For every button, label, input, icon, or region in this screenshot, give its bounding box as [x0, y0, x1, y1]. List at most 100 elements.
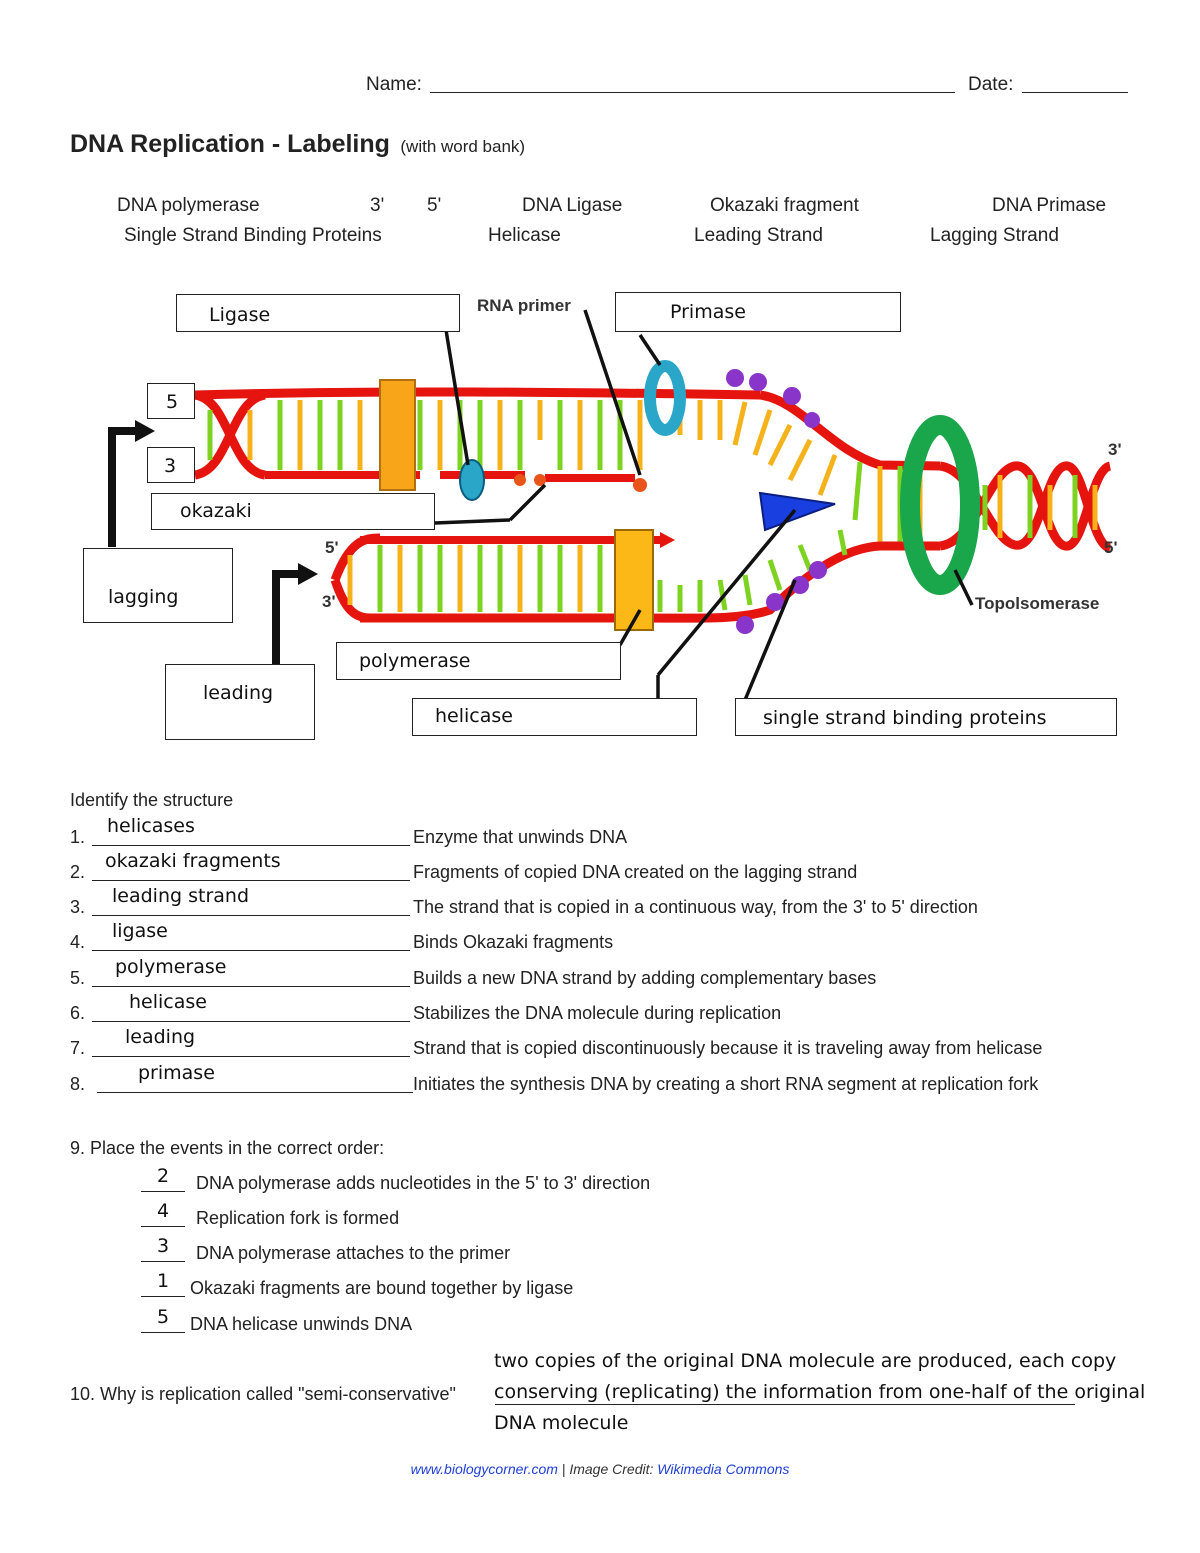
- rna-primer-label: RNA primer: [477, 296, 571, 315]
- identify-number: 5.: [70, 968, 86, 988]
- polymerase-bottom-icon: [614, 529, 654, 631]
- identify-description: Binds Okazaki fragments: [413, 932, 614, 952]
- identify-answer[interactable]: helicase: [129, 991, 207, 1013]
- topoisomerase-ring-icon: [900, 415, 980, 595]
- dna-replication-figure: [108, 309, 1113, 701]
- identify-heading: Identify the structure: [70, 790, 234, 810]
- parent-base-pairs: [982, 475, 1098, 538]
- identify-number: 4.: [70, 932, 86, 952]
- identify-number: 7.: [70, 1038, 86, 1058]
- three-answer-box[interactable]: 3: [147, 447, 195, 483]
- lagging-answer-box[interactable]: lagging: [83, 548, 233, 623]
- answer-line: [92, 880, 410, 881]
- word-bank-item: Single Strand Binding Proteins: [124, 225, 382, 246]
- word-bank-item: Leading Strand: [694, 225, 823, 246]
- order-event-text: DNA polymerase attaches to the primer: [196, 1243, 511, 1263]
- q10-answer-line-2[interactable]: conserving (replicating) the information…: [494, 1381, 1146, 1403]
- five-answer-box[interactable]: 5: [147, 383, 195, 419]
- date-field[interactable]: Date:: [968, 74, 1013, 96]
- helicase-answer-box[interactable]: helicase: [412, 698, 697, 736]
- bottom-base-pairs: [347, 529, 848, 612]
- order-question: 9. Place the events in the correct order…: [70, 1138, 385, 1158]
- name-field[interactable]: Name:: [366, 74, 422, 96]
- order-answer-line: [141, 1261, 185, 1262]
- five-prime-label: 5': [325, 538, 339, 557]
- order-answer-line: [141, 1226, 185, 1227]
- identify-description: The strand that is copied in a continuou…: [413, 897, 978, 917]
- order-event-text: DNA helicase unwinds DNA: [190, 1314, 413, 1334]
- credit-link[interactable]: Wikimedia Commons: [657, 1461, 790, 1477]
- okazaki-answer: okazaki: [180, 500, 252, 522]
- rna-primer-icon: [633, 478, 647, 492]
- identify-answer[interactable]: leading strand: [112, 885, 249, 907]
- leading-arrow-icon: [660, 532, 675, 548]
- three-prime-label: 3': [322, 592, 336, 611]
- polymerase-answer: polymerase: [359, 650, 471, 672]
- identify-answer[interactable]: polymerase: [115, 956, 227, 978]
- ligase-answer: Ligase: [209, 304, 271, 326]
- order-answer[interactable]: 2: [157, 1165, 170, 1187]
- order-event-text: DNA polymerase adds nucleotides in the 5…: [196, 1173, 651, 1193]
- bottom-fork-backbone: [360, 541, 940, 623]
- identify-description: Builds a new DNA strand by adding comple…: [413, 968, 877, 988]
- direction-arrows: [108, 420, 318, 665]
- ligase-answer-box[interactable]: Ligase: [176, 294, 460, 332]
- q10-answer-line: [495, 1404, 1075, 1405]
- identify-description: Stabilizes the DNA molecule during repli…: [413, 1003, 782, 1023]
- name-label: Name:: [366, 74, 422, 95]
- order-answer-line: [141, 1191, 185, 1192]
- identify-answer[interactable]: leading: [125, 1026, 196, 1048]
- three-answer: 3: [164, 455, 177, 477]
- word-bank-item: 3': [370, 195, 385, 216]
- order-answer[interactable]: 3: [157, 1235, 170, 1257]
- primase-answer-box[interactable]: Primase: [615, 292, 901, 332]
- answer-line: [92, 915, 410, 916]
- polymerase-answer-box[interactable]: polymerase: [336, 642, 621, 680]
- name-line: [430, 92, 955, 93]
- okazaki-answer-box[interactable]: okazaki: [151, 493, 435, 530]
- ssb-answer-box[interactable]: single strand binding proteins: [735, 698, 1117, 736]
- footer: www.biologycorner.com | Image Credit: Wi…: [0, 1461, 1200, 1477]
- page-title: DNA Replication - Labeling (with word ba…: [70, 130, 525, 159]
- identify-answer[interactable]: ligase: [112, 920, 168, 942]
- rna-primer-icon: [514, 474, 526, 486]
- pointer-lines: [434, 309, 974, 701]
- leading-answer-box[interactable]: leading: [165, 664, 315, 740]
- primase-answer: Primase: [670, 301, 746, 323]
- site-link[interactable]: www.biologycorner.com: [410, 1461, 558, 1477]
- answer-line: [97, 1092, 413, 1093]
- q10-question: 10. Why is replication called "semi-cons…: [70, 1384, 456, 1404]
- identify-answer[interactable]: helicases: [107, 815, 195, 837]
- leading-answer: leading: [203, 682, 274, 704]
- q10-answer-line-1[interactable]: two copies of the original DNA molecule …: [494, 1350, 1117, 1372]
- primase-icon: [644, 360, 686, 436]
- order-answer[interactable]: 5: [157, 1306, 170, 1328]
- identify-number: 6.: [70, 1003, 86, 1023]
- date-label: Date:: [968, 74, 1014, 95]
- word-bank-item: Helicase: [488, 225, 561, 246]
- polymerase-top-icon: [379, 379, 416, 491]
- answer-line: [92, 845, 410, 846]
- word-bank-item: DNA Ligase: [522, 195, 623, 216]
- word-bank-item: Okazaki fragment: [710, 195, 859, 216]
- identify-answer[interactable]: okazaki fragments: [105, 850, 281, 872]
- identify-answer[interactable]: primase: [138, 1062, 215, 1084]
- title-subtitle: (with word bank): [400, 137, 526, 156]
- order-answer[interactable]: 1: [157, 1270, 170, 1292]
- helicase-answer: helicase: [435, 705, 513, 727]
- answer-line: [92, 1021, 410, 1022]
- identify-description: Initiates the synthesis DNA by creating …: [413, 1074, 1039, 1094]
- twist-backbone: [193, 390, 267, 480]
- order-answer-line: [141, 1296, 185, 1297]
- identify-description: Fragments of copied DNA created on the l…: [413, 862, 858, 882]
- order-answer[interactable]: 4: [157, 1200, 170, 1222]
- top-fork-backbone: [759, 390, 941, 471]
- five-prime-label: 5': [1104, 538, 1118, 557]
- identify-number: 3.: [70, 897, 86, 917]
- date-line: [1022, 92, 1128, 93]
- answer-line: [92, 950, 410, 951]
- parent-helix-backbone: [938, 461, 1113, 551]
- q10-answer-line-3[interactable]: DNA molecule: [494, 1412, 629, 1434]
- word-bank-item: DNA polymerase: [117, 195, 260, 216]
- helicase-icon: [758, 491, 836, 532]
